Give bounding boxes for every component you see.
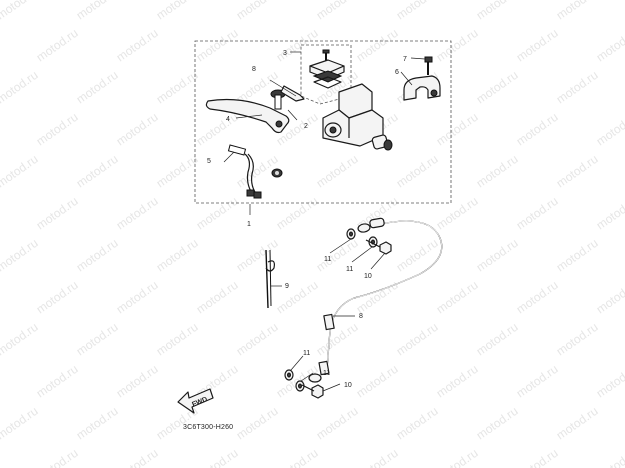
- diagram-code: 3C6T300-H260: [183, 424, 234, 431]
- callout-2: 2: [304, 123, 308, 130]
- master-cylinder-holder: [403, 75, 441, 101]
- callout-1: 1: [247, 221, 251, 228]
- callout-7: 7: [403, 56, 407, 63]
- assembly-boundary: [194, 40, 452, 204]
- callout-11-c: 11: [303, 350, 310, 357]
- brake-light-switch: [227, 144, 262, 199]
- reservoir-cap: [309, 59, 345, 89]
- lower-washers: [284, 369, 305, 392]
- callout-10-b: 10: [344, 382, 352, 389]
- hose-guide: [265, 249, 275, 309]
- master-cylinder: [322, 83, 393, 151]
- callout-10-a: 10: [364, 273, 372, 280]
- lever-pushrod: [269, 79, 305, 102]
- callout-11-d: 11: [323, 370, 330, 377]
- callout-11-a: 11: [324, 256, 331, 263]
- lower-union-bolt: [301, 384, 324, 399]
- reservoir-group-boundary: [300, 44, 352, 105]
- holder-bolt: [424, 56, 433, 75]
- leader-lines: [223, 51, 426, 392]
- callout-4: 4: [226, 116, 230, 123]
- brake-lever: [205, 98, 290, 134]
- callout-8-upper: 8: [252, 66, 256, 73]
- fwd-arrow: [177, 388, 214, 414]
- callout-9: 9: [285, 283, 289, 290]
- brake-hose: [308, 217, 443, 383]
- cap-screw: [322, 49, 330, 61]
- callout-5: 5: [207, 158, 211, 165]
- callout-3: 3: [283, 50, 287, 57]
- callout-6: 6: [395, 69, 399, 76]
- upper-union-bolt: [365, 239, 392, 255]
- callout-11-b: 11: [346, 266, 353, 273]
- callout-8-lower: 8: [359, 313, 363, 320]
- lever-nut: [271, 168, 283, 178]
